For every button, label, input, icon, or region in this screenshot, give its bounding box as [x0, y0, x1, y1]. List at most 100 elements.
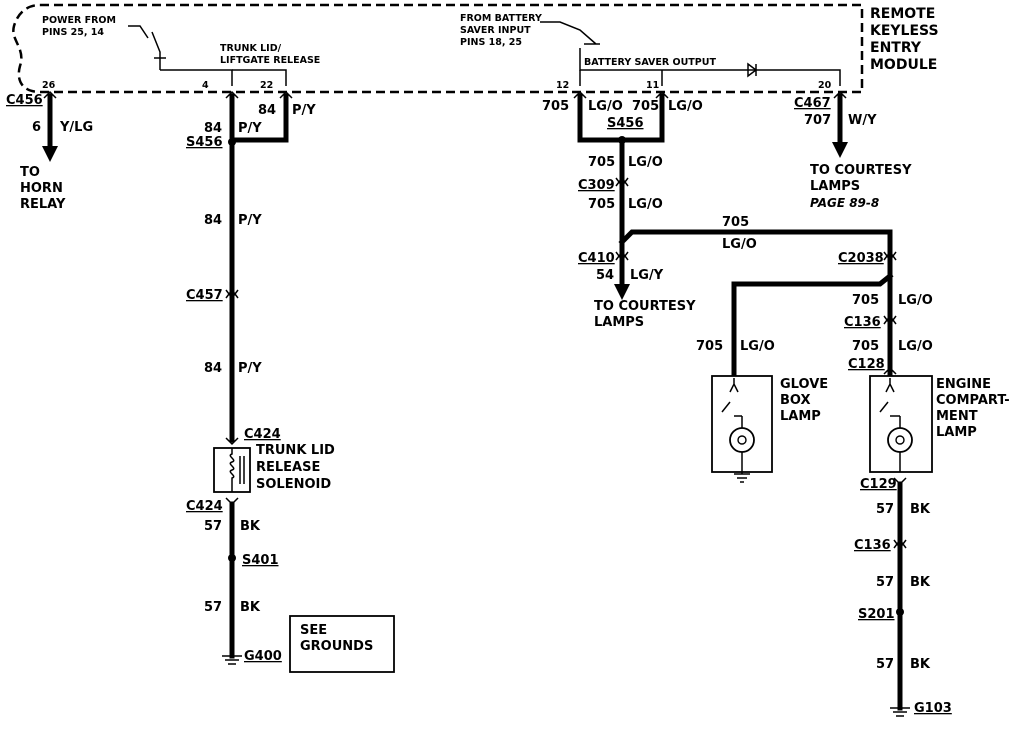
module-title-line-3: ENTRY: [870, 40, 922, 56]
battery-saver-input-label-2: SAVER INPUT: [460, 25, 531, 36]
c457-connector: C457: [186, 288, 223, 303]
horn-dest-3: RELAY: [20, 197, 66, 212]
module-title-line-2: KEYLESS: [870, 23, 939, 39]
horn-relay-circuit: C456 6 Y/LG TO HORN RELAY: [6, 90, 93, 212]
pin11-wire-color: LG/O: [668, 99, 703, 114]
engine-label-1: ENGINE: [936, 377, 991, 392]
pin12-wire-number: 705: [542, 99, 569, 114]
pin20-dest-2: LAMPS: [810, 179, 860, 194]
courtesy-dest-2: LAMPS: [594, 315, 644, 330]
g103-ground-symbol: [890, 707, 910, 717]
pin-26: 26: [42, 80, 56, 91]
battery-saver-circuit: 705 LG/O 705 LG/O S456 705 LG/O C309 705…: [542, 90, 893, 330]
center-wire-2-number: 705: [588, 197, 615, 212]
c136-top-connector-mark: [883, 314, 897, 326]
trunk-ground-2-number: 57: [204, 600, 222, 615]
engine-ground-1-number: 57: [876, 502, 894, 517]
s401-splice: S401: [242, 553, 279, 568]
trunk-release-label-1: TRUNK LID/: [220, 43, 282, 54]
trunk-wire-2-number: 84: [204, 213, 222, 228]
courtesy-dest-1: TO COURTESY: [594, 299, 696, 314]
horizontal-wire-color: LG/O: [722, 237, 757, 252]
c136-bottom-connector-mark: [893, 538, 907, 550]
horn-dest-1: TO: [20, 165, 40, 180]
pin20-wire-color: W/Y: [848, 113, 877, 128]
engine-ground-3-number: 57: [876, 657, 894, 672]
see-grounds-1: SEE: [300, 623, 327, 638]
glove-wire-number: 705: [696, 339, 723, 354]
c456-connector: C456: [6, 93, 43, 108]
c136-top-connector: C136: [844, 315, 881, 330]
c424-top-connector: C424: [244, 427, 281, 442]
courtesy-wire-number: 54: [596, 268, 614, 283]
courtesy-wire-color: LG/Y: [630, 268, 664, 283]
trunk-ground-2-color: BK: [240, 600, 261, 615]
engine-label-4: LAMP: [936, 425, 977, 440]
c2038-connector: C2038: [838, 251, 884, 266]
glove-lamp-bulb: [729, 427, 755, 453]
pin12-wire-color: LG/O: [588, 99, 623, 114]
engine-ground-2-number: 57: [876, 575, 894, 590]
s456-trunk-splice: S456: [186, 135, 223, 150]
c128-connector: C128: [848, 357, 885, 372]
pin20-wire-number: 707: [804, 113, 831, 128]
right-wire-1-color: LG/O: [898, 293, 933, 308]
pin-22: 22: [260, 80, 273, 91]
trunk-wire-3-number: 84: [204, 361, 222, 376]
trunk-release-circuit: 84 P/Y 84 P/Y S456 84 P/Y C457 84 P/Y C4…: [186, 90, 395, 673]
courtesy-lamps-circuit: C467 707 W/Y TO COURTESY LAMPS PAGE 89-8: [794, 90, 912, 210]
center-wire-1-number: 705: [588, 155, 615, 170]
engine-lamp-box: [869, 375, 933, 473]
trunk-ground-1-number: 57: [204, 519, 222, 534]
pin-11: 11: [646, 80, 659, 91]
module-boundary: [12, 3, 864, 94]
pin-12: 12: [556, 80, 569, 91]
glove-label-2: BOX: [780, 393, 811, 408]
trunk-ground-1-color: BK: [240, 519, 261, 534]
lamps-branch-circuit: C2038 705 LG/O C136 705 LG/O C128 705 LG…: [696, 250, 1010, 717]
s401-splice-dot: [228, 554, 236, 562]
s456-center-splice: S456: [607, 116, 644, 131]
g400-ground: G400: [244, 649, 282, 664]
engine-label-3: MENT: [936, 409, 978, 424]
trunk-wire-2-color: P/Y: [238, 213, 262, 228]
pin-4: 4: [202, 80, 209, 91]
c136-bottom-connector: C136: [854, 538, 891, 553]
c410-connector-mark: [615, 250, 629, 262]
see-grounds-box: [289, 615, 395, 673]
pin20-dest-1: TO COURTESY: [810, 163, 912, 178]
trunk-top-wire-color: P/Y: [292, 103, 316, 118]
glove-wire-color: LG/O: [740, 339, 775, 354]
horizontal-wire-number: 705: [722, 215, 749, 230]
battery-saver-input-label-1: FROM BATTERY: [460, 13, 542, 24]
c309-connector-mark: [615, 176, 629, 188]
battery-saver-input-label-3: PINS 18, 25: [460, 37, 522, 48]
see-grounds-2: GROUNDS: [300, 639, 373, 654]
trunk-wire-3-color: P/Y: [238, 361, 262, 376]
horn-wire-color: Y/LG: [59, 120, 93, 135]
trunk-top-wire-number: 84: [258, 103, 276, 118]
engine-ground-3-color: BK: [910, 657, 931, 672]
power-from-label-2: PINS 25, 14: [42, 27, 104, 38]
engine-label-2: COMPART-: [936, 393, 1010, 408]
engine-ground-1-color: BK: [910, 502, 931, 517]
horn-wire-number: 6: [32, 120, 41, 135]
s201-splice-dot: [896, 608, 904, 616]
right-wire-2-number: 705: [852, 339, 879, 354]
pin20-page-ref: PAGE 89-8: [810, 196, 879, 210]
horn-dest-2: HORN: [20, 181, 63, 196]
battery-saver-output-label: BATTERY SAVER OUTPUT: [584, 57, 716, 68]
s201-splice: S201: [858, 607, 895, 622]
solenoid-label-3: SOLENOID: [256, 477, 331, 492]
module-internal-circuit: POWER FROM PINS 25, 14 TRUNK LID/ LIFTGA…: [42, 13, 841, 91]
solenoid-label-2: RELEASE: [256, 460, 320, 475]
trunk-splice-wire-number: 84: [204, 121, 222, 136]
c457-connector-mark: [225, 288, 239, 300]
solenoid-label-1: TRUNK LID: [256, 443, 335, 458]
g400-ground-symbol: [222, 655, 242, 665]
c410-connector: C410: [578, 251, 615, 266]
right-wire-1-number: 705: [852, 293, 879, 308]
c309-connector: C309: [578, 178, 615, 193]
c129-connector: C129: [860, 477, 897, 492]
